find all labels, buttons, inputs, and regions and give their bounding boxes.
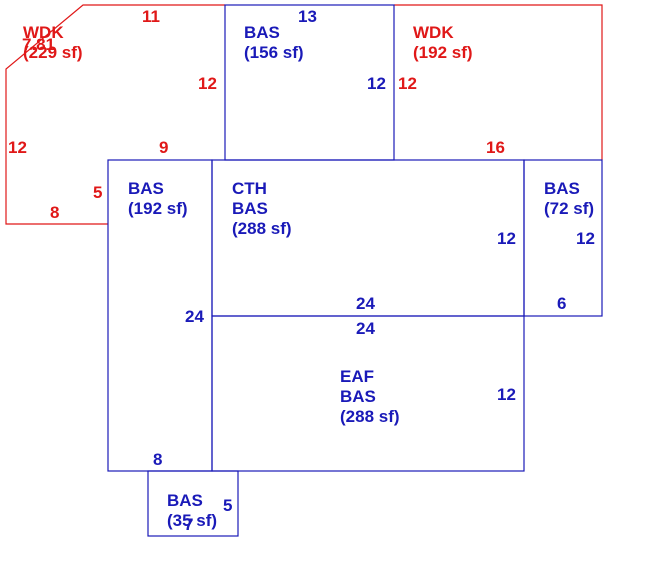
wdk-right-size: (192 sf) [413, 43, 473, 62]
dim-bas-top-right: 12 [367, 74, 386, 93]
dim-wdk-left-notch: 5 [93, 183, 102, 202]
wdk-left-label: WDK [23, 23, 64, 42]
cth-bas-size: (288 sf) [232, 219, 292, 238]
eaf-bas-room [211, 315, 525, 472]
dim-wdk-left-top: 11 [142, 7, 160, 26]
bas-right-size: (72 sf) [544, 199, 594, 218]
dim-cth-right: 12 [497, 229, 516, 248]
dim-wdk-left-right: 12 [198, 74, 217, 93]
dim-wdk-right-bottom: 16 [486, 138, 505, 157]
dim-bas-right-bottom: 6 [557, 294, 566, 313]
wdk-left-outline [5, 4, 225, 225]
dim-bas-bottom-bottom: 7 [184, 515, 193, 534]
dim-bas-left-right: 24 [185, 307, 204, 326]
dim-bas-top-top: 13 [298, 7, 317, 26]
dim-wdk-left-side: 12 [8, 138, 27, 157]
dim-wdk-right-left: 12 [398, 74, 417, 93]
bas-top-label: BAS [244, 23, 280, 42]
eaf-bas-label-2: BAS [340, 387, 376, 406]
dim-bas-left-bottom: 8 [153, 450, 162, 469]
bas-left-size: (192 sf) [128, 199, 188, 218]
bas-right-label: BAS [544, 179, 580, 198]
bas-top-size: (156 sf) [244, 43, 304, 62]
wdk-left-overlap-text: 7.81 [22, 35, 55, 54]
cth-bas-label-1: CTH [232, 179, 267, 198]
wdk-right-outline [394, 4, 603, 160]
wdk-left-size: (229 sf) [23, 43, 83, 62]
cth-bas-label-2: BAS [232, 199, 268, 218]
bas-bottom-room [147, 470, 239, 537]
bas-left-label: BAS [128, 179, 164, 198]
bas-right-room [523, 159, 603, 317]
dim-wdk-left-bottom: 9 [159, 138, 168, 157]
bas-bottom-size: (35 sf) [167, 511, 217, 530]
dim-bas-bottom-right: 5 [223, 496, 232, 515]
dim-bas-right-right: 12 [576, 229, 595, 248]
eaf-bas-size: (288 sf) [340, 407, 400, 426]
bas-bottom-label: BAS [167, 491, 203, 510]
dim-eaf-top: 24 [356, 319, 375, 338]
dim-eaf-right: 12 [497, 385, 516, 404]
eaf-bas-label-1: EAF [340, 367, 374, 386]
dim-wdk-left-base: 8 [50, 203, 59, 222]
dim-cth-bottom: 24 [356, 294, 375, 313]
wdk-right-label: WDK [413, 23, 454, 42]
